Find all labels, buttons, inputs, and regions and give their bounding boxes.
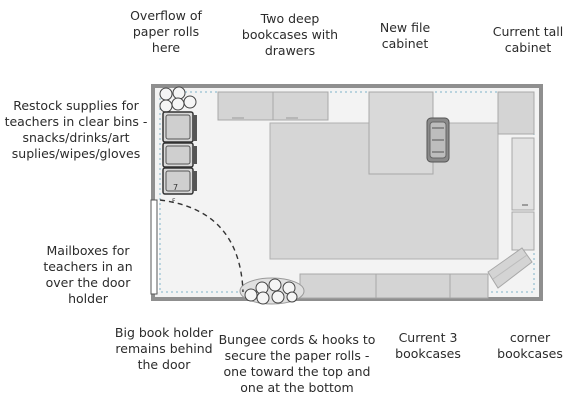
label-corner-bookcases: corner bookcases xyxy=(497,330,563,361)
bin-mark-f: F xyxy=(172,198,176,205)
label-current-3-bookcases: Current 3 bookcases xyxy=(395,330,461,361)
mailbox-holder xyxy=(150,199,158,295)
bottom-bookcase-1 xyxy=(299,273,377,299)
chair xyxy=(426,117,450,163)
label-current-tall-cabinet: Current tall cabinet xyxy=(492,24,564,55)
deep-bookcase-1 xyxy=(217,91,274,121)
right-shelf-2 xyxy=(511,211,535,251)
label-overflow-paper-rolls: Overflow of paper rolls here xyxy=(130,8,202,55)
deep-bookcase-2 xyxy=(272,91,329,121)
bottom-bookcase-2 xyxy=(375,273,451,299)
corner-bookcase xyxy=(487,247,533,289)
label-deep-bookcases: Two deep bookcases with drawers xyxy=(241,11,339,58)
supply-bins: 7 F xyxy=(162,111,197,205)
door-swing-arc xyxy=(159,199,244,293)
bin-mark-7: 7 xyxy=(173,183,178,192)
label-mailboxes: Mailboxes for teachers in an over the do… xyxy=(43,243,133,306)
overflow-paper-rolls xyxy=(159,86,197,113)
new-file-cabinet xyxy=(368,91,434,175)
label-bungee-cords: Bungee cords & hooks to secure the paper… xyxy=(218,332,376,395)
label-restock-supplies: Restock supplies for teachers in clear b… xyxy=(4,98,148,161)
tall-cabinet xyxy=(497,91,535,135)
paper-roll-holder xyxy=(239,277,305,305)
label-big-book-holder: Big book holder remains behind the door xyxy=(114,325,214,372)
bottom-bookcase-3 xyxy=(449,273,489,299)
right-shelf-1 xyxy=(511,137,535,211)
label-new-file-cabinet: New file cabinet xyxy=(379,20,431,51)
